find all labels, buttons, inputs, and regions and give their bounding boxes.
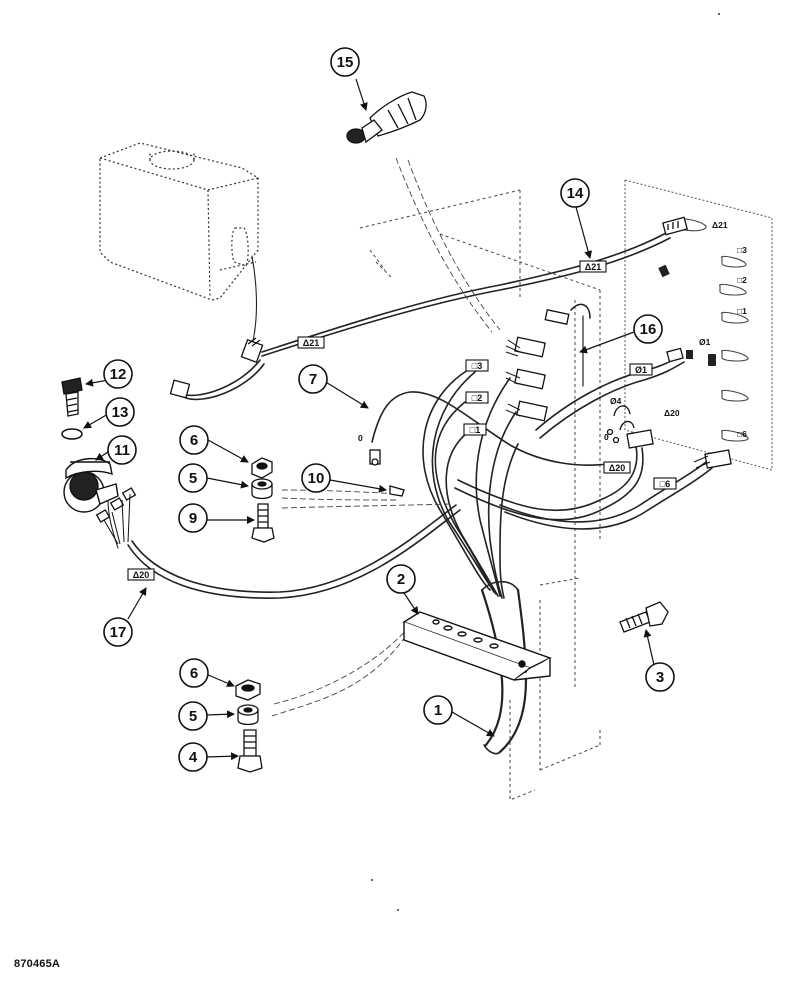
- wire-tag-label: Δ20: [133, 570, 149, 580]
- part-4-bolt: [237, 729, 263, 773]
- part-6-nut-upper: [251, 457, 273, 479]
- callout-number: 9: [189, 510, 197, 527]
- reservoir-tank: [99, 142, 259, 301]
- callout-number: 7: [309, 371, 317, 388]
- panel-label-box1: □1: [737, 306, 747, 316]
- callout-number: 6: [190, 665, 198, 682]
- panel-label-d21: Δ21: [712, 220, 728, 230]
- callout-6-lower: 6: [179, 658, 209, 688]
- callout-15: 14: [560, 178, 590, 208]
- wire-tag-label: Δ20: [609, 463, 625, 473]
- callout-9: 9: [178, 503, 208, 533]
- callout-11: 17: [103, 617, 133, 647]
- wire-tag-label: □3: [472, 361, 482, 371]
- wire-tag-label: Ø1: [635, 365, 647, 375]
- part-13-bolt: [61, 377, 83, 417]
- callout-5-upper: 5: [178, 463, 208, 493]
- callout-leaders: [83, 78, 655, 761]
- callout-2: 2: [386, 564, 416, 594]
- callout-number: 13: [112, 404, 129, 421]
- part-5-spacer-upper: [251, 478, 273, 500]
- callout-number: 16: [640, 321, 657, 338]
- misc-mark: 0: [604, 432, 609, 442]
- wire-tag-box6: □6: [653, 477, 677, 490]
- callout-number: 14: [567, 185, 584, 202]
- wire-tag-box2: □2: [465, 391, 489, 404]
- panel-label-box6: □6: [737, 429, 747, 439]
- cab-frame: [359, 189, 601, 801]
- panel-label-o4: Ø4: [610, 396, 622, 406]
- wire-tag-label: □1: [470, 425, 480, 435]
- callout-number: 5: [189, 470, 197, 487]
- callouts: 15 14 16 7 12 13 11 6 5 9 10 17 2 3 6 5 …: [103, 47, 675, 772]
- callout-number: 3: [656, 669, 664, 686]
- misc-mark: 0: [358, 433, 363, 443]
- connectors: [95, 216, 732, 545]
- callout-number: 5: [189, 708, 197, 725]
- callout-16: 15: [330, 47, 360, 77]
- wire-tag-o1: Ø1: [629, 363, 653, 376]
- wire-tag-box3: □3: [465, 359, 489, 372]
- callout-number: 1: [434, 702, 442, 719]
- callout-14: 13: [105, 397, 135, 427]
- panel-label-d20: Δ20: [664, 408, 680, 418]
- callout-number: 6: [190, 432, 198, 449]
- wire-tag-d20-left: Δ20: [127, 568, 155, 581]
- callout-4: 4: [178, 742, 208, 772]
- part-6-nut-lower: [235, 679, 261, 701]
- callout-number: 12: [110, 366, 127, 383]
- callout-12: 11: [107, 435, 137, 465]
- callout-7: 7: [298, 364, 328, 394]
- callout-13: 12: [103, 359, 133, 389]
- part-16-plug: [346, 91, 427, 144]
- part-5-spacer-lower: [237, 704, 259, 726]
- part-14-washer: [61, 428, 83, 440]
- callout-number: 17: [110, 624, 127, 641]
- callout-17: 16: [633, 314, 663, 344]
- part-2-clamp-block: [402, 611, 552, 681]
- stray-dots: [371, 13, 720, 911]
- panel-label-o1: Ø1: [699, 337, 711, 347]
- wire-tag-d21-right: Δ21: [579, 260, 607, 273]
- callout-number: 2: [397, 571, 405, 588]
- wire-tag-label: □2: [472, 393, 482, 403]
- callout-number: 10: [308, 470, 325, 487]
- wiring-harness: [107, 231, 713, 755]
- panel-label-box2: □2: [737, 275, 747, 285]
- callout-3: 3: [645, 662, 675, 692]
- callout-5-lower: 5: [178, 701, 208, 731]
- panel-labels: Δ21 □3 □2 □1 Ø1 Ø4 Δ20 □6 0 0: [358, 220, 747, 443]
- part-9-bolt: [251, 503, 275, 543]
- callout-1: 1: [423, 695, 453, 725]
- callout-10: 10: [301, 463, 331, 493]
- part-12-switch: [63, 457, 119, 513]
- wire-tag-label: Δ21: [303, 338, 319, 348]
- dashed-leaders: [271, 157, 501, 717]
- wire-tag-d21-left: Δ21: [297, 336, 325, 349]
- callout-6-upper: 6: [179, 425, 209, 455]
- panel-label-box3: □3: [737, 245, 747, 255]
- callout-number: 4: [189, 749, 198, 766]
- wire-tag-label: □6: [660, 479, 670, 489]
- wire-tag-label: Δ21: [585, 262, 601, 272]
- callout-number: 15: [337, 54, 354, 71]
- drawing-reference-number: 870465A: [14, 958, 61, 970]
- wire-tag-d20-right: Δ20: [603, 461, 631, 474]
- part-3-bolt: [619, 601, 669, 633]
- wire-tag-box1: □1: [463, 423, 487, 436]
- callout-number: 11: [114, 442, 130, 459]
